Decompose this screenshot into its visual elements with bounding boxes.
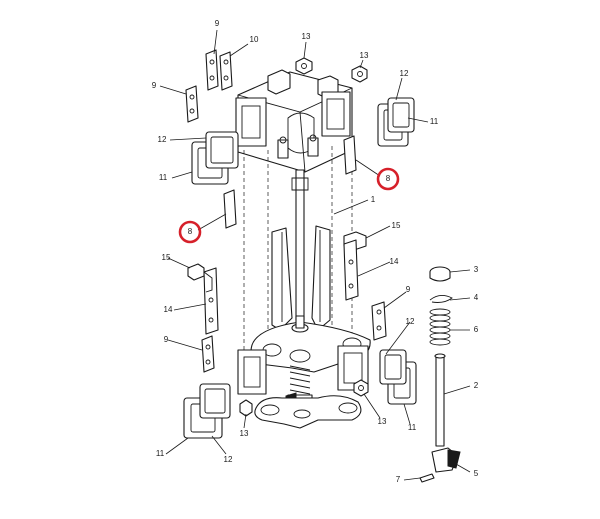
plate-9-lower-left [201,335,215,373]
nut-13-top-right [351,65,368,83]
pad-8-right [343,135,357,175]
callout-9: 9 [215,19,220,28]
clip-4 [429,295,453,303]
callout-4: 4 [474,293,479,302]
callout-13: 13 [360,51,369,60]
callout-labels: 9 10 13 13 9 12 11 12 11 8 8 1 15 15 14 … [152,19,479,484]
pin-2 [434,353,446,447]
highlight-ring-8-right [376,167,400,191]
plate-9-right [371,301,387,341]
callout-10: 10 [250,35,259,44]
callout-11: 11 [159,173,168,182]
block-15-left [187,263,205,281]
callout-5: 5 [474,469,479,478]
callout-9: 9 [406,285,411,294]
callout-12: 12 [158,135,167,144]
callout-9: 9 [164,335,169,344]
nut-13-bottom-left [239,399,253,417]
nut-13-bottom-right [353,379,369,397]
callout-15: 15 [392,221,401,230]
callout-13: 13 [302,32,311,41]
callout-1: 1 [371,195,376,204]
plate-9-left [185,85,199,123]
callout-14: 14 [164,305,173,314]
callout-12: 12 [224,455,233,464]
callout-12: 12 [400,69,409,78]
gasket-12-left [205,131,239,169]
gasket-12-bottom-right [379,349,407,385]
callout-14: 14 [390,257,399,266]
callout-7: 7 [396,475,401,484]
nut-13-top-left [295,57,313,75]
callout-15: 15 [162,253,171,262]
highlight-ring-8-left [178,220,202,244]
handle-5 [431,447,461,473]
callout-2: 2 [474,381,479,390]
bracket-14-left [203,267,219,335]
callout-11: 11 [430,117,439,126]
callout-9: 9 [152,81,157,90]
callout-8: 8 [188,227,193,236]
plate-9-top-small [205,49,219,91]
gasket-12-right [387,97,415,133]
bracket-14-right [343,239,359,301]
callout-12: 12 [406,317,415,326]
callout-11: 11 [408,423,417,432]
callout-3: 3 [474,265,479,274]
pin-7 [419,473,435,483]
callout-11: 11 [156,449,165,458]
pad-8-left [223,189,237,229]
plate-10 [219,51,233,91]
leader-lines [159,29,471,481]
mast-frame [235,69,371,429]
callout-6: 6 [474,325,479,334]
callout-13: 13 [240,429,249,438]
gasket-12-bottom-left [199,383,231,419]
callout-13: 13 [378,417,387,426]
knob-3 [429,266,451,282]
spring-6 [429,308,451,346]
callout-8: 8 [386,174,391,183]
